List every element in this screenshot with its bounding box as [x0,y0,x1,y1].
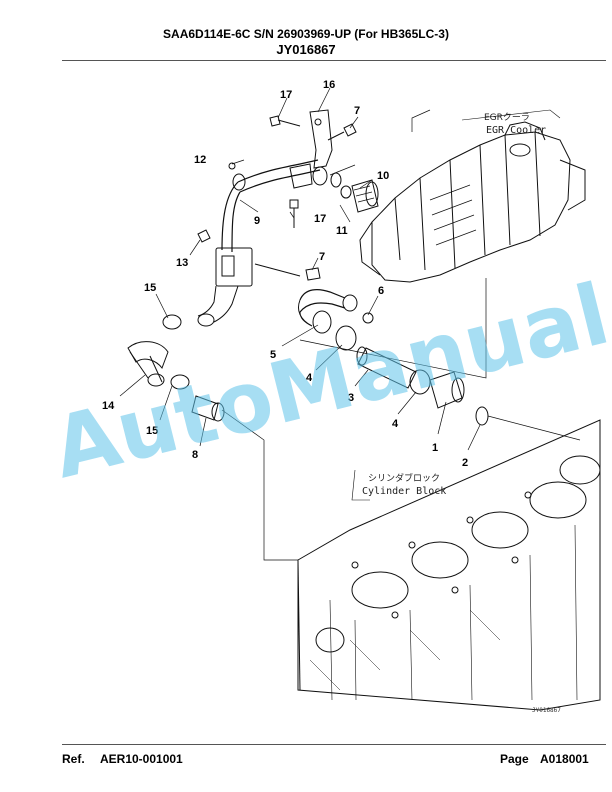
callout-15-top: 15 [144,282,156,294]
callout-5: 5 [270,349,276,361]
hose-14-drawing [127,314,225,422]
callout-10: 10 [377,170,389,182]
callout-2: 2 [462,457,468,469]
watermark: AutoManual [43,265,612,498]
bracket-16-drawing [289,109,333,189]
callout-6: 6 [378,285,384,297]
page-value: A018001 [540,752,589,766]
parts-diagram: EGRクーラ EGR Cooler シリンダブロック Cylinder Bloc… [43,79,612,714]
callout-13: 13 [176,257,188,269]
document-title: SAA6D114E-6C S/N 26903969-UP (For HB365L… [163,27,449,41]
ref-label: Ref. [62,752,85,766]
callout-7-mid: 7 [319,251,325,263]
pipe-9-drawing [197,159,342,327]
egr-cooler-drawing [359,121,586,283]
hose-3-drawing [335,325,431,395]
callout-12: 12 [194,154,206,166]
cylinder-block-label-en: Cylinder Block [362,486,446,497]
tube-5-drawing [298,289,374,334]
header-divider [62,60,606,61]
callout-4-right: 4 [392,418,399,430]
footer-divider [62,744,606,745]
callout-4-left: 4 [306,372,313,384]
callout-16: 16 [323,79,335,91]
elbow-10-drawing [340,179,379,213]
bolts-drawing [197,115,357,281]
callout-17-mid: 17 [314,213,326,225]
document-code: JY016867 [276,42,336,57]
callout-14: 14 [102,400,115,412]
callout-11: 11 [336,225,348,237]
leader-lines [119,87,581,561]
ref-value: AER10-001001 [100,752,183,766]
drawing-stamp: JY016867 [532,707,561,714]
callout-17-top: 17 [280,89,292,101]
cylinder-block-label-jp: シリンダブロック [368,472,440,484]
callout-3: 3 [348,392,354,404]
page-label: Page [500,752,529,766]
cylinder-block-drawing [297,419,601,711]
callout-8: 8 [192,449,198,461]
egr-cooler-label-jp: EGRクーラ [484,112,530,123]
callout-7-top: 7 [354,105,360,117]
callout-15-bottom: 15 [146,425,158,437]
callout-9: 9 [254,215,260,227]
callout-1: 1 [432,442,438,454]
egr-cooler-label-en: EGR Cooler [486,125,546,136]
